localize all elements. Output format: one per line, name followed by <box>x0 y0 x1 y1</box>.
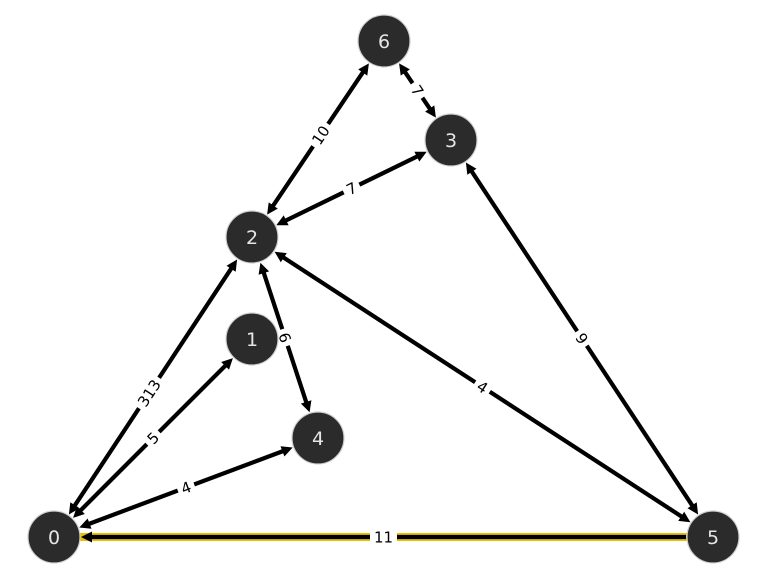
edge-arrowhead <box>79 518 92 529</box>
edge-arrowhead <box>300 400 312 413</box>
edge-arrowhead <box>358 63 369 76</box>
edge-arrowhead <box>68 502 80 515</box>
edge-arrowhead <box>399 63 410 76</box>
edge-weight-text: 11 <box>374 529 393 547</box>
edge-label-background <box>304 118 337 152</box>
edge-arrowhead <box>465 162 477 175</box>
node-6[interactable]: 6 <box>357 14 411 68</box>
node-label: 2 <box>246 227 258 249</box>
edge-label-background <box>174 475 198 500</box>
node-circle <box>27 510 81 564</box>
node-0[interactable]: 0 <box>27 510 81 564</box>
node-circle <box>424 113 478 167</box>
node-5[interactable]: 5 <box>686 510 740 564</box>
edge-arrowhead <box>274 251 287 263</box>
edge-label-background <box>339 175 364 202</box>
edge-label-background <box>370 527 397 547</box>
edge-label-background <box>469 373 496 401</box>
edge-arrowhead <box>687 502 699 515</box>
node-label: 4 <box>312 428 324 450</box>
node-1[interactable]: 1 <box>225 312 279 366</box>
edge-label-background <box>272 326 298 349</box>
edge-arrowhead <box>226 259 238 272</box>
edge-label-background <box>139 424 167 452</box>
edges-layer <box>68 63 699 543</box>
node-circle <box>225 312 279 366</box>
edge-label: 9 <box>568 325 596 352</box>
edge-label: 7 <box>404 77 431 104</box>
edge-arrowhead <box>267 202 278 215</box>
edge-label-background <box>130 372 168 414</box>
node-circle <box>291 411 345 465</box>
node-4[interactable]: 4 <box>291 411 345 465</box>
edge-label-background <box>568 325 596 352</box>
node-label: 6 <box>378 31 390 53</box>
edge-arrowhead <box>280 446 293 457</box>
edge-arrowhead <box>81 531 92 543</box>
node-label: 0 <box>48 527 60 549</box>
edge-arrowhead <box>73 506 85 518</box>
edge-label: 313 <box>130 372 168 414</box>
edge-arrowhead <box>678 511 691 523</box>
node-3[interactable]: 3 <box>424 113 478 167</box>
node-circle <box>225 210 279 264</box>
edge-label: 4 <box>174 475 198 500</box>
node-label: 1 <box>246 329 258 351</box>
edge-arrowhead <box>276 215 289 226</box>
node-label: 5 <box>707 527 719 549</box>
edge-arrowhead <box>221 358 233 370</box>
edge-arrowhead <box>414 151 427 162</box>
node-label: 3 <box>445 130 457 152</box>
edge-label: 7 <box>339 175 364 202</box>
node-circle <box>357 14 411 68</box>
edge-arrowhead <box>258 262 270 275</box>
edge-arrowhead <box>425 105 436 118</box>
edge-label: 5 <box>139 424 167 452</box>
edge-label-background <box>404 77 431 104</box>
edge-label: 10 <box>304 118 337 152</box>
edge-label: 6 <box>272 326 298 349</box>
node-2[interactable]: 2 <box>225 210 279 264</box>
node-circle <box>686 510 740 564</box>
edge-label: 4 <box>469 373 496 401</box>
edge-label: 11 <box>370 527 397 547</box>
